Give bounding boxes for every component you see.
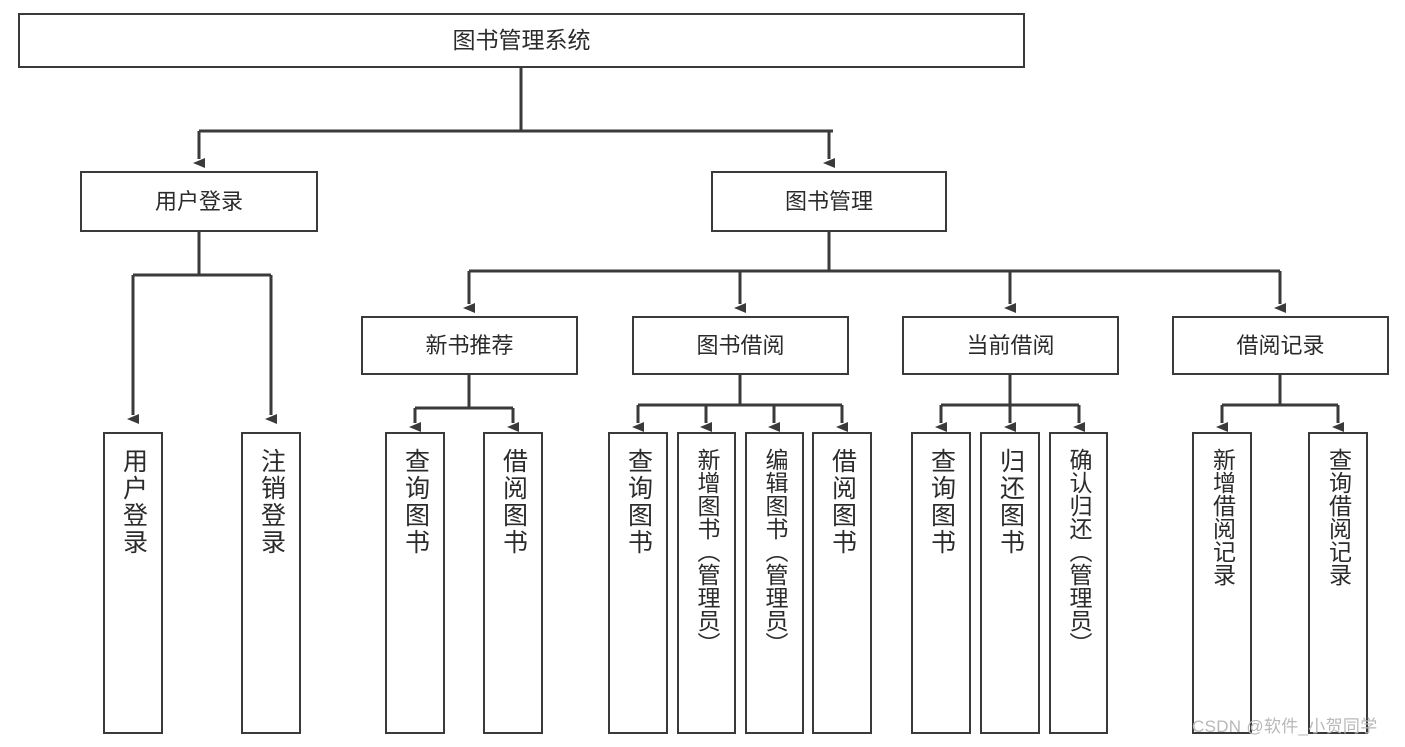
leaf-user-logout[interactable]: 注销登录 bbox=[241, 432, 301, 734]
leaf-borrow-add-book[interactable]: 新增图书（管理员） bbox=[677, 432, 736, 734]
node-new-book-recommend-label: 新书推荐 bbox=[425, 332, 514, 358]
leaf-current-return-book[interactable]: 归还图书 bbox=[980, 432, 1040, 734]
leaf-borrow-add-book-label: 新增图书（管理员） bbox=[694, 448, 720, 655]
node-book-manage-label: 图书管理 bbox=[784, 188, 873, 214]
csdn-watermark: CSDN @软件_小贺同学 bbox=[1192, 717, 1378, 736]
node-borrow-record[interactable]: 借阅记录 bbox=[1172, 316, 1389, 375]
node-book-borrow-label: 图书借阅 bbox=[696, 332, 785, 358]
leaf-record-add[interactable]: 新增借阅记录 bbox=[1192, 432, 1252, 734]
leaf-recommend-query-book[interactable]: 查询图书 bbox=[385, 432, 445, 734]
node-borrow-record-label: 借阅记录 bbox=[1236, 332, 1325, 358]
leaf-recommend-borrow-book[interactable]: 借阅图书 bbox=[483, 432, 543, 734]
leaf-borrow-query-book-label: 查询图书 bbox=[624, 448, 653, 556]
node-current-borrow-label: 当前借阅 bbox=[966, 332, 1055, 358]
leaf-borrow-edit-book[interactable]: 编辑图书（管理员） bbox=[745, 432, 804, 734]
leaf-record-search[interactable]: 查询借阅记录 bbox=[1308, 432, 1368, 734]
leaf-borrow-query-book[interactable]: 查询图书 bbox=[608, 432, 668, 734]
leaf-borrow-lend-book[interactable]: 借阅图书 bbox=[812, 432, 872, 734]
leaf-record-add-label: 新增借阅记录 bbox=[1209, 448, 1236, 586]
node-book-manage[interactable]: 图书管理 bbox=[711, 171, 947, 232]
leaf-recommend-borrow-book-label: 借阅图书 bbox=[499, 448, 528, 556]
leaf-borrow-edit-book-label: 编辑图书（管理员） bbox=[762, 448, 788, 655]
leaf-current-query-book[interactable]: 查询图书 bbox=[911, 432, 971, 734]
leaf-user-login-label: 用户登录 bbox=[119, 448, 148, 556]
node-current-borrow[interactable]: 当前借阅 bbox=[902, 316, 1119, 375]
leaf-recommend-query-book-label: 查询图书 bbox=[401, 448, 430, 556]
leaf-current-return-book-label: 归还图书 bbox=[996, 448, 1025, 556]
leaf-user-logout-label: 注销登录 bbox=[257, 448, 286, 556]
leaf-current-confirm-return-label: 确认归还（管理员） bbox=[1066, 448, 1092, 655]
node-root[interactable]: 图书管理系统 bbox=[18, 13, 1025, 68]
leaf-current-confirm-return[interactable]: 确认归还（管理员） bbox=[1049, 432, 1108, 734]
node-user-login[interactable]: 用户登录 bbox=[80, 171, 318, 232]
leaf-record-search-label: 查询借阅记录 bbox=[1325, 448, 1352, 586]
leaf-user-login[interactable]: 用户登录 bbox=[103, 432, 163, 734]
node-user-login-label: 用户登录 bbox=[154, 188, 243, 214]
node-root-label: 图书管理系统 bbox=[452, 26, 591, 53]
leaf-borrow-lend-book-label: 借阅图书 bbox=[828, 448, 857, 556]
node-new-book-recommend[interactable]: 新书推荐 bbox=[361, 316, 578, 375]
leaf-current-query-book-label: 查询图书 bbox=[927, 448, 956, 556]
node-book-borrow[interactable]: 图书借阅 bbox=[632, 316, 849, 375]
